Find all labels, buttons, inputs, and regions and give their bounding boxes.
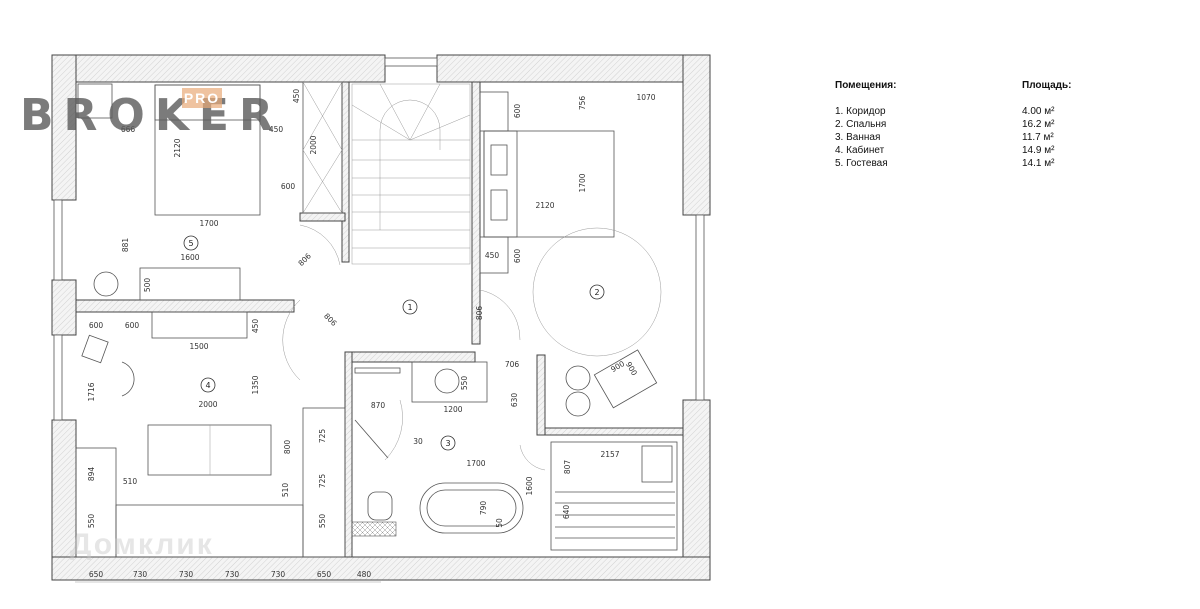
room-area: 14.1 м² xyxy=(1022,158,1055,169)
windows xyxy=(53,57,705,421)
dimension-label: 1350 xyxy=(251,375,260,394)
dimension-label: 500 xyxy=(143,278,152,293)
dimension-label: 1600 xyxy=(180,253,199,262)
dimension-label: 600 xyxy=(513,104,522,119)
dimension-label: 756 xyxy=(578,96,587,111)
doors xyxy=(282,224,546,471)
legend-header: Помещения: Площадь: xyxy=(835,80,1135,91)
legend-row: 4. Кабинет 14.9 м² xyxy=(835,144,1135,157)
dimension-label: 2000 xyxy=(309,135,318,154)
room-number-marker xyxy=(200,377,216,393)
room-area: 11.7 м² xyxy=(1022,132,1054,143)
room-name: 4. Кабинет xyxy=(835,145,885,156)
dimension-label: 870 xyxy=(371,401,386,410)
dimension-label: 725 xyxy=(318,429,327,444)
dimension-label: 600 xyxy=(89,321,104,330)
dimension-label: 600 xyxy=(513,249,522,264)
dimension-label: 450 xyxy=(485,251,500,260)
dimension-label: 725 xyxy=(318,474,327,489)
room-number: 1 xyxy=(407,303,412,312)
dimension-label: 450 xyxy=(292,89,301,104)
room-name: 2. Спальня xyxy=(835,119,887,130)
staircase xyxy=(351,83,471,265)
dimension-label: 1716 xyxy=(87,382,96,401)
legend-row: 3. Ванная 11.7 м² xyxy=(835,131,1135,144)
dimension-label: 790 xyxy=(479,501,488,516)
dimension-label: 30 xyxy=(413,437,423,446)
room-number: 4 xyxy=(205,381,210,390)
room-number-marker xyxy=(402,299,418,315)
dimension-label: 510 xyxy=(123,477,138,486)
dimension-label: 2000 xyxy=(198,400,217,409)
room-number-marker xyxy=(183,235,199,251)
dimension-label: 1700 xyxy=(578,173,587,192)
bottom-dimension-label: 730 xyxy=(133,570,148,579)
dimension-label: 2157 xyxy=(600,450,619,459)
bathroom-fixtures xyxy=(351,361,678,551)
room-area: 16.2 м² xyxy=(1022,119,1055,130)
area-header: Площадь: xyxy=(1022,80,1072,91)
room-name: 1. Коридор xyxy=(835,106,886,117)
study-furniture xyxy=(75,311,346,558)
dimension-label: 2120 xyxy=(173,138,182,157)
bottom-dimension-label: 730 xyxy=(225,570,240,579)
legend-row: 2. Спальня 16.2 м² xyxy=(835,118,1135,131)
bottom-dimension-label: 730 xyxy=(179,570,194,579)
domclick-watermark: Домклик xyxy=(70,528,214,561)
dimension-label: 881 xyxy=(121,238,130,253)
interior-walls xyxy=(75,81,684,558)
dimension-label: 550 xyxy=(318,514,327,529)
dimension-label: 806 xyxy=(475,306,484,321)
guest-room-furniture xyxy=(77,81,343,301)
dimension-label: 1500 xyxy=(189,342,208,351)
dimension-label: 807 xyxy=(563,460,572,475)
pro-watermark: PRO xyxy=(182,88,222,108)
dimension-label: 806 xyxy=(296,251,313,268)
dimension-label: 1700 xyxy=(466,459,485,468)
dimension-label: 894 xyxy=(87,467,96,482)
room-number-marker xyxy=(589,284,605,300)
dimension-label: 450 xyxy=(251,319,260,334)
dimension-label: 706 xyxy=(505,360,520,369)
dimension-label: 550 xyxy=(87,514,96,529)
dimension-label: 1200 xyxy=(443,405,462,414)
bedroom-furniture xyxy=(479,91,662,417)
dimension-label: 640 xyxy=(562,505,571,520)
dimension-label: 450 xyxy=(269,125,284,134)
dimension-label: 1070 xyxy=(636,93,655,102)
room-area: 14.9 м² xyxy=(1022,145,1055,156)
dimension-label: 900 xyxy=(609,359,626,374)
room-area: 4.00 м² xyxy=(1022,106,1055,117)
room-number-marker xyxy=(440,435,456,451)
dimension-label: 1700 xyxy=(199,219,218,228)
legend-row: 5. Гостевая 14.1 м² xyxy=(835,157,1135,170)
dimension-label: 800 xyxy=(283,440,292,455)
dimension-label: 2120 xyxy=(535,201,554,210)
dimension-label: 50 xyxy=(495,518,504,528)
dimension-label: 510 xyxy=(281,483,290,498)
room-number: 5 xyxy=(188,239,193,248)
bottom-dimension-label: 480 xyxy=(357,570,372,579)
exterior-walls xyxy=(51,54,711,581)
room-number: 2 xyxy=(594,288,599,297)
room-legend: Помещения: Площадь: 1. Коридор 4.00 м² 2.… xyxy=(835,80,1135,170)
bottom-dimension-label: 730 xyxy=(271,570,286,579)
dimension-label: 600 xyxy=(281,182,296,191)
dimension-label: 600 xyxy=(125,321,140,330)
room-number: 3 xyxy=(445,439,450,448)
broker-watermark: BROKER xyxy=(20,90,283,141)
bottom-dimension-label: 650 xyxy=(89,570,104,579)
dimension-label: 806 xyxy=(322,311,339,328)
room-name: 5. Гостевая xyxy=(835,158,888,169)
dimension-label: 630 xyxy=(510,393,519,408)
legend-row: 1. Коридор 4.00 м² xyxy=(835,105,1135,118)
dimension-label: 666 xyxy=(121,125,136,134)
rooms-header: Помещения: xyxy=(835,80,897,91)
dimension-label: 900 xyxy=(624,360,639,377)
dimension-label: 1600 xyxy=(525,476,534,495)
bottom-dimension-label: 650 xyxy=(317,570,332,579)
room-name: 3. Ванная xyxy=(835,132,881,143)
dimension-label: 550 xyxy=(460,376,469,391)
